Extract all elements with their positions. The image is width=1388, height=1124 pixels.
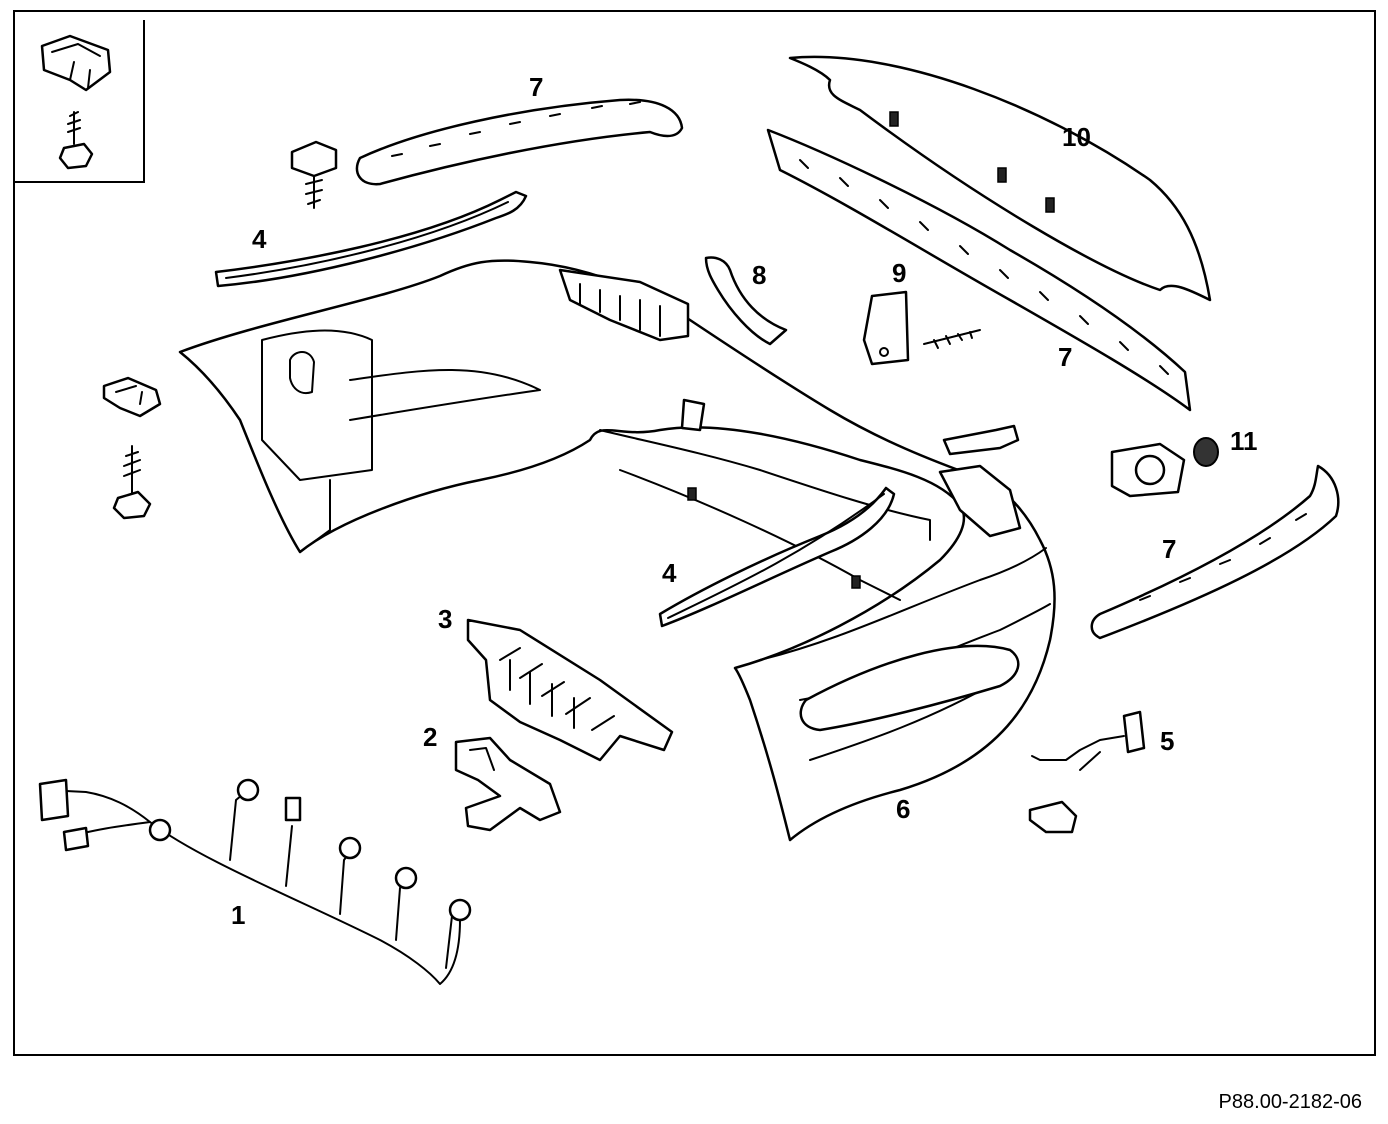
callout-5: 5	[1160, 726, 1174, 756]
callout-8: 8	[752, 260, 766, 290]
part-2-mounting-bracket	[454, 736, 562, 832]
callout-7-middle: 7	[1058, 342, 1072, 372]
connector-bracket	[942, 424, 1020, 456]
fastener-inset	[14, 20, 145, 183]
part-7-trim-strip-top	[355, 98, 684, 186]
screw-icon	[58, 111, 94, 170]
callout-4-lower: 4	[662, 558, 677, 588]
callout-7-right: 7	[1162, 534, 1176, 564]
bolt-icon	[290, 140, 338, 209]
diagram-reference-code: P88.00-2182-06	[1218, 1091, 1362, 1113]
part-5-sensor-bracket	[1031, 710, 1146, 771]
screw-icon	[112, 445, 152, 520]
part-1-wiring-harness	[38, 778, 472, 985]
clip-nut-icon	[40, 34, 112, 92]
callout-7-top: 7	[529, 72, 543, 102]
clip-icon	[1028, 800, 1078, 834]
part-6-rear-bumper-body	[178, 259, 1056, 842]
callout-11: 11	[1230, 426, 1258, 456]
callout-3: 3	[438, 604, 452, 634]
callout-4-upper: 4	[252, 224, 267, 254]
part-8-bracket	[704, 256, 788, 346]
part-9-mounting-plate	[862, 290, 981, 366]
part-11-sensor-holder	[1110, 437, 1219, 498]
callout-1: 1	[231, 900, 245, 930]
callout-9: 9	[892, 258, 906, 288]
part-4-reinforcement-strip-top	[214, 190, 528, 288]
callout-6: 6	[896, 794, 910, 824]
part-10-upper-panel	[788, 55, 1212, 302]
part-7-trim-strip-rear	[766, 128, 1192, 412]
part-7-trim-strip-right	[1090, 464, 1340, 640]
diagram-frame	[13, 10, 1376, 1056]
clip-nut-icon	[102, 376, 162, 418]
left-fastener-group	[102, 376, 162, 520]
part-3-impact-absorber	[466, 618, 674, 762]
callout-10: 10	[1062, 122, 1091, 152]
callout-2: 2	[423, 722, 437, 752]
part-4-reinforcement-strip-lower	[658, 486, 896, 628]
